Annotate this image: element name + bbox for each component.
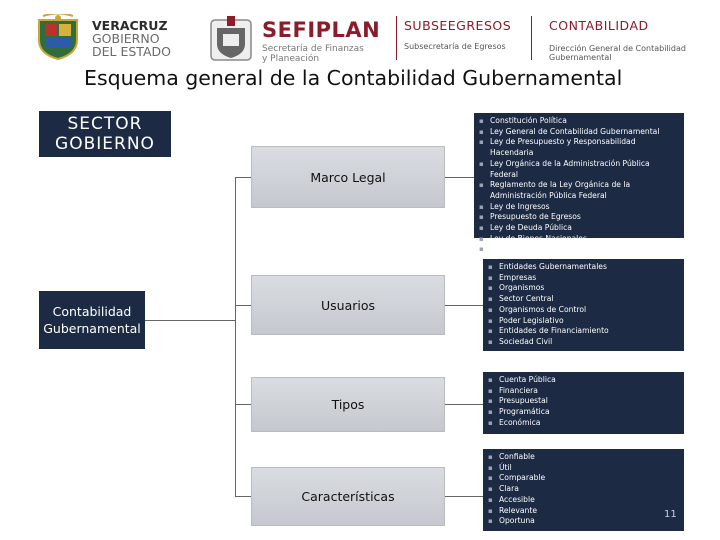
sefiplan-logo — [207, 14, 255, 64]
tipos-list: Cuenta Pública Financiera Presupuestal P… — [483, 372, 684, 434]
caracteristicas-box: Características — [251, 467, 445, 526]
veracruz-line2: GOBIERNO — [92, 31, 160, 46]
sector-line2: GOBIERNO — [55, 134, 155, 154]
list-item: Ley de Presupuesto y Responsabilidad Hac… — [478, 137, 680, 158]
list-item: Sociedad Civil — [487, 337, 680, 348]
connector-usuarios-list — [445, 305, 483, 306]
list-item: Empresas — [487, 273, 680, 284]
veracruz-line1: VERACRUZ — [92, 18, 168, 33]
caracteristicas-list: Confiable Útil Comparable Clara Accesibl… — [483, 449, 684, 531]
list-item: Organismos de Control — [487, 305, 680, 316]
header-divider — [396, 16, 397, 60]
subsegresos-title: SUBSEEGRESOS — [404, 18, 512, 33]
list-item: Presupuestal — [487, 396, 680, 407]
list-item: Accesible — [487, 495, 680, 506]
veracruz-logo — [33, 12, 83, 61]
marco-legal-box: Marco Legal — [251, 146, 445, 208]
list-item: Oportuna — [487, 516, 680, 527]
veracruz-shield-icon — [38, 12, 78, 61]
contabilidad-title: CONTABILIDAD — [549, 18, 649, 33]
list-item: Ley Orgánica de la Administración Públic… — [478, 159, 680, 180]
list-item: Financiera — [487, 386, 680, 397]
usuarios-box: Usuarios — [251, 275, 445, 335]
connector-caracteristicas — [235, 496, 251, 497]
list-item: Clara — [487, 484, 680, 495]
connector-caracteristicas-list — [445, 496, 483, 497]
connector-tipos-list — [445, 404, 483, 405]
sefiplan-subtitle: Secretaría de Finanzas y Planeación — [262, 44, 364, 64]
connector-marco-list — [445, 177, 474, 178]
list-item: Entidades Gubernamentales — [487, 262, 680, 273]
contabilidad-sub2: Gubernamental — [549, 53, 612, 62]
list-item: Poder Legislativo — [487, 316, 680, 327]
tipos-box: Tipos — [251, 377, 445, 432]
list-item: Cuenta Pública — [487, 375, 680, 386]
contabilidad-sub: Dirección General de Contabilidad Gubern… — [549, 44, 686, 62]
list-item: Sector Central — [487, 294, 680, 305]
list-item: Ley de Deuda Pública — [478, 223, 680, 234]
list-item: Presupuesto de Egresos — [478, 212, 680, 223]
list-item: Organismos — [487, 283, 680, 294]
sefiplan-title: SEFIPLAN — [262, 18, 381, 42]
connector-tipos — [235, 404, 251, 405]
list-item: Entidades de Financiamiento — [487, 326, 680, 337]
list-item: Reglamento de la Ley Orgánica de la Admi… — [478, 180, 680, 201]
connector-trunk — [235, 177, 236, 497]
root-line2: Gubernamental — [43, 321, 141, 336]
sefiplan-sub1: Secretaría de Finanzas — [262, 44, 364, 54]
list-item: Programática — [487, 407, 680, 418]
list-item: Relevante — [487, 506, 680, 517]
connector-root — [145, 320, 235, 321]
list-item: Otras disposiciones — [478, 244, 680, 255]
sector-gobierno-box: SECTOR GOBIERNO — [39, 111, 171, 157]
connector-usuarios — [235, 305, 251, 306]
list-item: Ley de Ingresos — [478, 202, 680, 213]
subsegresos-sub: Subsecretaría de Egresos — [404, 42, 506, 51]
usuarios-list: Entidades Gubernamentales Empresas Organ… — [483, 259, 684, 351]
sector-line1: SECTOR — [67, 114, 143, 134]
veracruz-wordmark: VERACRUZ GOBIERNO DEL ESTADO — [92, 19, 171, 58]
contabilidad-gubernamental-box: Contabilidad Gubernamental — [39, 291, 145, 349]
list-item: Constitución Política — [478, 116, 680, 127]
connector-marco — [235, 177, 251, 178]
page-title: Esquema general de la Contabilidad Guber… — [84, 66, 623, 90]
list-item: Comparable — [487, 473, 680, 484]
list-item: Útil — [487, 463, 680, 474]
list-item: Ley de Bienes Nacionales — [478, 234, 680, 245]
header-divider-2 — [531, 16, 532, 60]
contabilidad-sub1: Dirección General de Contabilidad — [549, 44, 686, 53]
marco-legal-list: Constitución Política Ley General de Con… — [474, 113, 684, 255]
root-line1: Contabilidad — [52, 304, 132, 319]
list-item: Ley General de Contabilidad Gubernamenta… — [478, 127, 680, 138]
sefiplan-sub2: y Planeación — [262, 54, 320, 64]
list-item: Confiable — [487, 452, 680, 463]
page-number: 11 — [664, 509, 677, 520]
list-item: Económica — [487, 418, 680, 429]
sefiplan-emblem-icon — [210, 16, 252, 61]
veracruz-line3: DEL ESTADO — [92, 44, 171, 59]
